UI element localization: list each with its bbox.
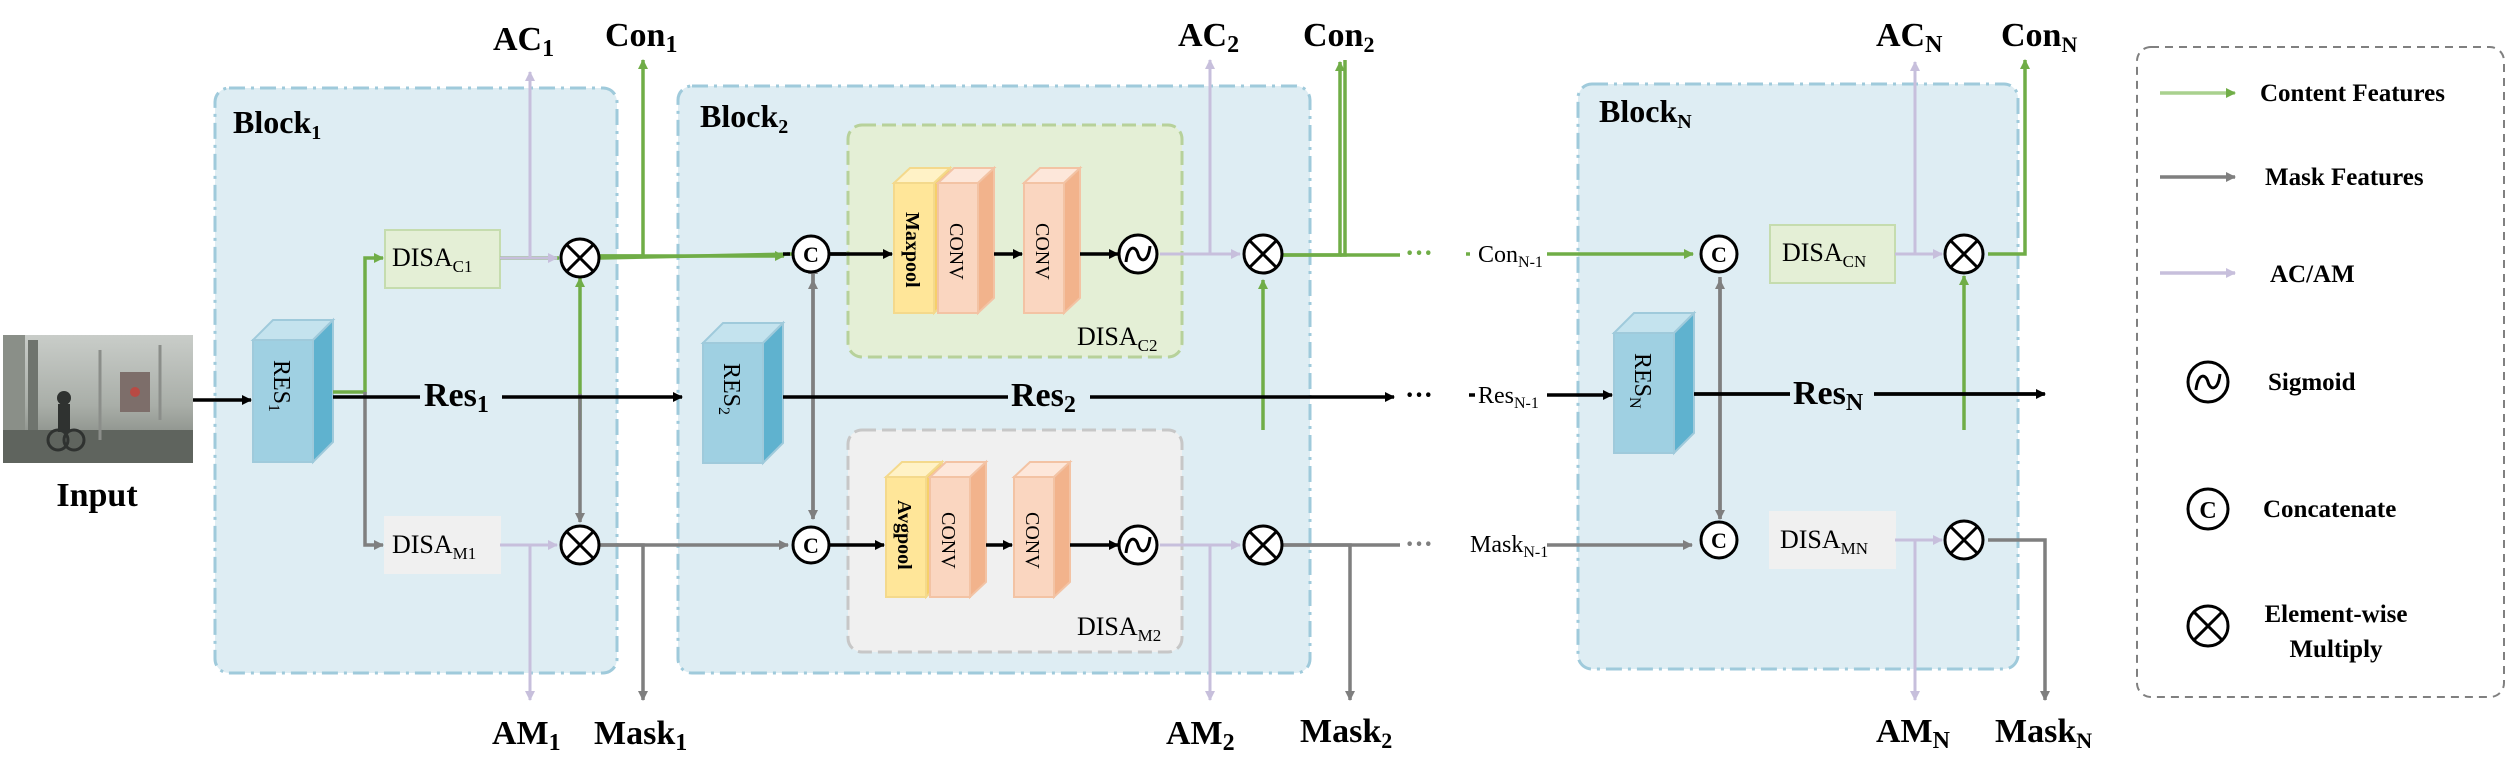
legend-mask: Mask Features [2160,164,2424,191]
concat-symbol: C [803,242,819,267]
svg-text:Res1: Res1 [424,377,489,418]
mask-n-minus-1-label: ··· MaskN-1 [1405,529,1548,561]
avgpool-label: Avgpool [893,500,915,570]
concat-symbol: C [803,533,819,558]
conv-box-m2-2 [1011,459,1073,600]
am-1-label: AM1 [492,715,561,756]
conv-box-m2-1 [927,459,989,600]
svg-text:ConN-1: ConN-1 [1478,242,1543,271]
svg-text:ResN: ResN [1793,375,1864,416]
svg-text:MaskN-1: MaskN-1 [1470,532,1548,561]
svg-text:Res2: Res2 [1011,377,1076,418]
conv-m2-1-label: CONV [937,512,959,569]
block-1-title: Block1 [233,104,321,144]
concat-symbol: C [1711,528,1727,553]
maxpool-label: Maxpool [901,212,923,288]
con-n-minus-1-label: ··· ConN-1 [1405,238,1543,271]
multiply-m1-node [559,524,601,566]
svg-text:···: ··· [1405,380,1433,411]
con-2-label: Con2 [1303,17,1374,57]
multiply-mn-node [1943,519,1985,561]
svg-text:ResN-1: ResN-1 [1478,383,1539,412]
res-n-label: RESN [1626,353,1655,409]
svg-text:Multiply: Multiply [2289,636,2383,663]
acam-flow [500,59,1943,701]
legend-multiply: Element-wise Multiply [2186,601,2408,663]
input-label: Input [56,477,138,514]
svg-text:AC/AM: AC/AM [2270,261,2355,288]
legend-sigmoid: Sigmoid [2186,360,2356,404]
svg-text:Mask Features: Mask Features [2265,164,2424,191]
svg-text:···: ··· [1405,529,1433,560]
res-n-minus-1-label: ··· ResN-1 [1405,380,1539,412]
legend-concat: C Concatenate [2186,487,2396,531]
res-1-label: RES1 [265,360,294,412]
disa-c1-label: DISAC1 [392,243,473,276]
legend-box [2136,46,2505,698]
disa-cn-label: DISACN [1782,238,1866,271]
ac-1-label: AC1 [493,21,554,62]
conv-c2-1-label: CONV [945,223,967,280]
conv-box-c2-1 [935,165,997,316]
conv-m2-2-label: CONV [1021,512,1043,569]
disa-c2-label: DISAC2 [1077,322,1158,355]
svg-text:···: ··· [1405,238,1433,269]
con-1-label: Con1 [605,17,677,58]
legend-content: Content Features [2160,80,2445,107]
concat-mn-node: C [1699,520,1739,560]
sigmoid-c2-node [1117,233,1159,275]
con-n-label: ConN [2001,17,2077,57]
sigmoid-m2-node [1117,524,1159,566]
conv-c2-2-label: CONV [1031,223,1053,280]
input-image [3,335,193,463]
disa-m1-box [384,516,501,574]
svg-text:Concatenate: Concatenate [2263,496,2396,523]
res-1-box [250,317,336,465]
concat-m2-node: C [791,525,831,565]
concat-symbol: C [2199,498,2216,524]
disa-cn-box [1769,224,1896,284]
mask-flow [363,264,2050,701]
multiply-c2-node [1242,233,1284,275]
mask-n-label: MaskN [1995,713,2092,753]
disa-m2-label: DISAM2 [1077,612,1161,645]
mask-1-label: Mask1 [594,715,687,756]
svg-text:Sigmoid: Sigmoid [2268,369,2356,396]
block-n-title: BlockN [1599,93,1692,133]
res-n-box [1611,310,1697,456]
res-2-box [700,320,786,466]
res-n-flow-label: ResN [1790,374,1874,418]
multiply-c1-node [559,237,601,279]
disa-c1-box [384,229,501,289]
legend-acam: AC/AM [2160,261,2355,288]
disa-mn-label: DISAMN [1780,525,1868,558]
mask-2-label: Mask2 [1300,713,1392,753]
multiply-m2-node [1242,524,1284,566]
conv-box-c2-2 [1021,165,1083,316]
res-1-flow-label: Res1 [420,376,502,420]
concat-symbol: C [1711,242,1727,267]
res-2-flow-label: Res2 [1008,376,1090,420]
block-2-title: Block2 [700,98,788,138]
legend: Content Features Mask Features AC/AM Sig… [2160,80,2445,663]
multiply-cn-node [1943,233,1985,275]
am-n-label: AMN [1876,713,1951,754]
svg-text:Element-wise: Element-wise [2264,601,2407,628]
ac-n-label: ACN [1876,17,1943,58]
concat-cn-node: C [1699,234,1739,274]
svg-text:Content Features: Content Features [2260,80,2445,107]
res-2-label: RES2 [715,363,744,415]
ac-2-label: AC2 [1178,17,1239,58]
block-1 [213,86,619,675]
concat-c2-node: C [791,234,831,274]
am-2-label: AM2 [1166,715,1235,756]
disa-m1-label: DISAM1 [392,530,476,563]
